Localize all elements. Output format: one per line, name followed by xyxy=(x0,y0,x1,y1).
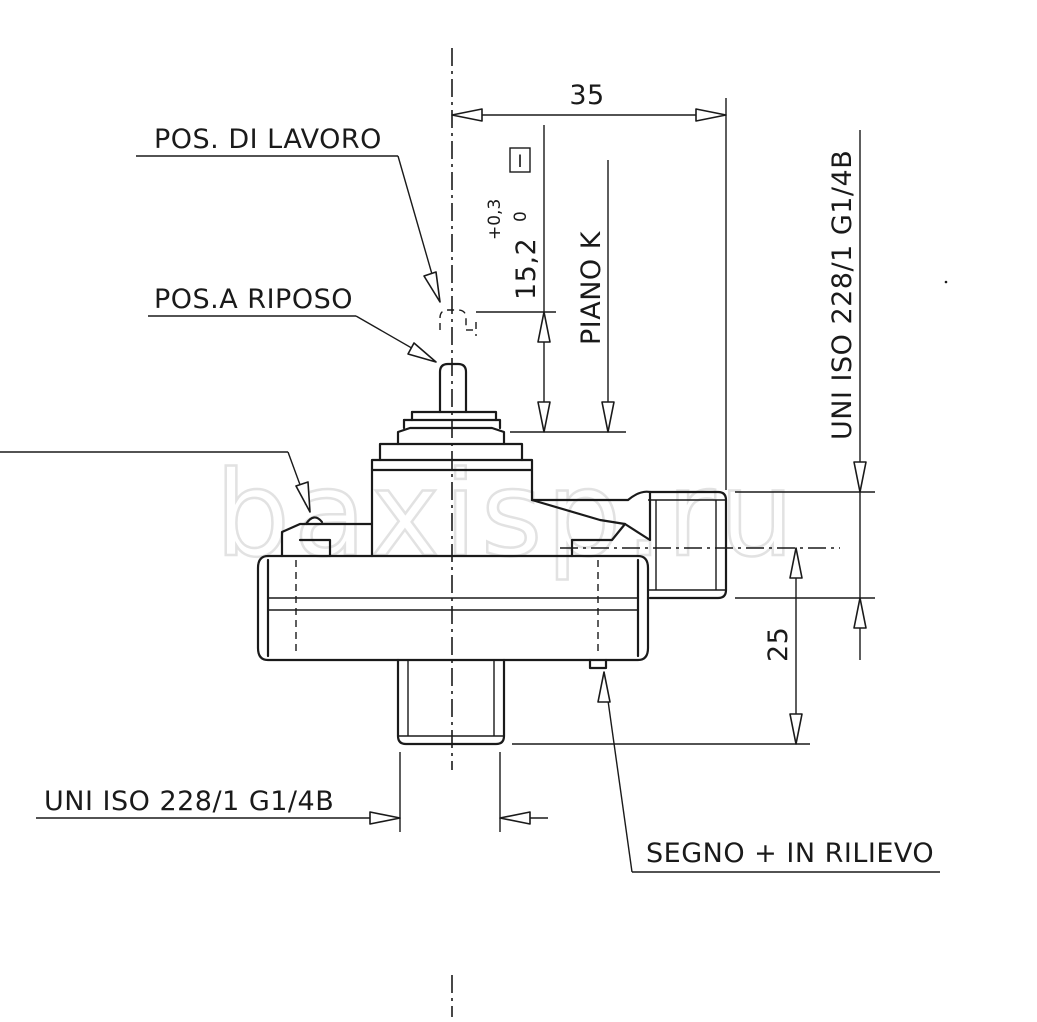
thread-vertical-label: UNI ISO 228/1 G1/4B xyxy=(827,150,858,440)
dim-35-label: 35 xyxy=(569,80,604,111)
dimension-35: 35 xyxy=(451,80,727,490)
piano-k-reference: PIANO K xyxy=(576,160,615,433)
dim-25-label: 25 xyxy=(763,627,794,662)
tolerance-lower: 0 xyxy=(511,211,531,222)
tolerance-upper: +0,3 xyxy=(485,199,505,240)
dimension-15-2: 15,2 +0,3 0 I xyxy=(476,125,626,433)
piano-k-label: PIANO K xyxy=(576,230,607,345)
pos-riposo-callout: POS.A RIPOSO xyxy=(148,284,437,363)
segno-callout: SEGNO + IN RILIEVO xyxy=(597,671,940,873)
roman-one-label: I xyxy=(517,152,522,172)
watermark: baxisp.ru xyxy=(215,445,798,583)
thread-callout-bottom: UNI ISO 228/1 G1/4B xyxy=(36,752,548,832)
dim-15-2-label: 15,2 xyxy=(511,238,542,300)
clip-leader xyxy=(0,451,311,513)
valve-body xyxy=(256,309,728,746)
dimension-25: 25 xyxy=(512,547,810,745)
segno-label: SEGNO + IN RILIEVO xyxy=(646,838,934,869)
pos-riposo-label: POS.A RIPOSO xyxy=(154,284,353,315)
pos-lavoro-label: POS. DI LAVORO xyxy=(154,124,382,155)
scan-speck xyxy=(944,280,948,284)
roman-one-box xyxy=(509,147,531,173)
thread-callout-vertical: UNI ISO 228/1 G1/4B xyxy=(735,130,875,660)
pos-lavoro-callout: POS. DI LAVORO xyxy=(136,124,441,303)
thread-bottom-label: UNI ISO 228/1 G1/4B xyxy=(44,786,334,817)
